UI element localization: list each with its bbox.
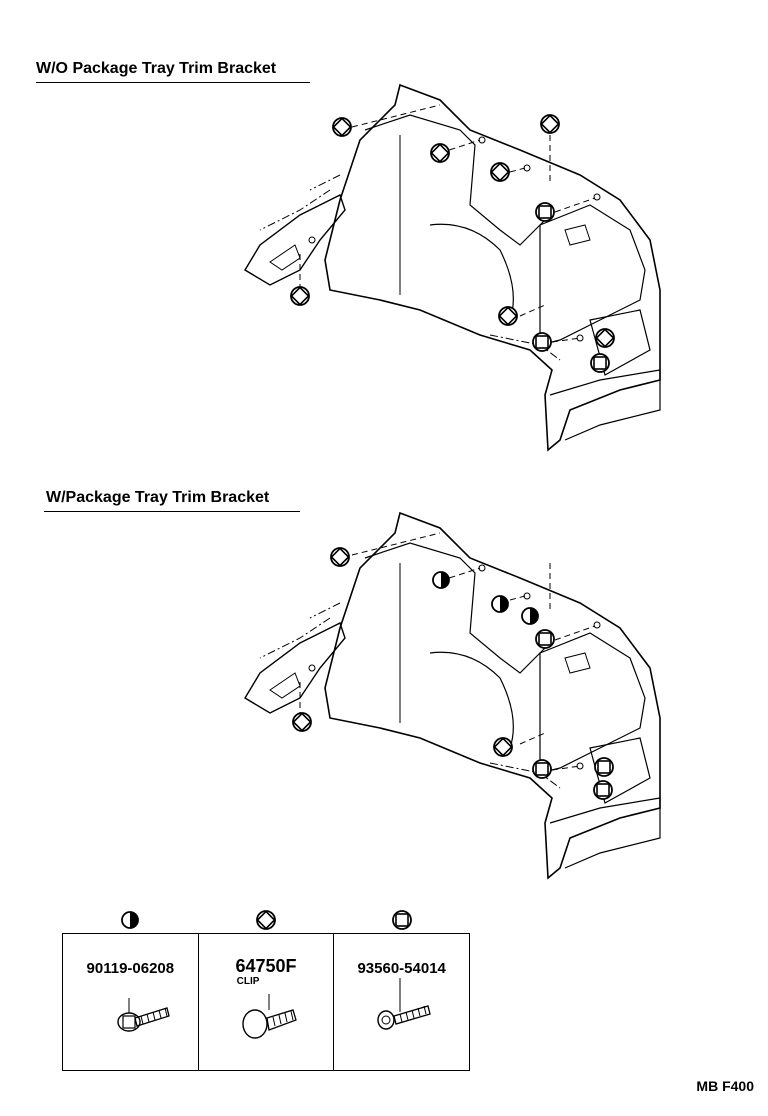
half-circle-bolt-icon [491,595,509,613]
legend-cell-clip: 64750F CLIP [199,934,335,1070]
legend-cell-bolt: 90119-06208 [63,934,199,1070]
screw-icon [377,978,432,1030]
square-screw-icon [590,353,610,373]
title-underline [44,511,300,512]
square-screw-icon [532,332,552,352]
diamond-clip-icon [540,114,560,134]
diamond-clip-icon [290,286,310,306]
square-screw-icon [532,759,552,779]
part-number: 93560-54014 [357,960,446,977]
half-circle-bolt-icon [432,571,450,589]
section-title-without-bracket: W/O Package Tray Trim Bracket [36,60,277,77]
half-circle-bolt-icon [521,607,539,625]
diamond-clip-icon [332,117,352,137]
part-number: 64750F [235,956,297,976]
diamond-clip-icon [498,306,518,326]
title-underline [36,82,310,83]
part-number: 90119-06208 [86,960,175,977]
diamond-clip-icon [493,737,513,757]
legend-cell-screw: 93560-54014 [334,934,469,1070]
clip-icon [241,994,297,1039]
diamond-clip-icon [292,712,312,732]
square-screw-icon [593,780,613,800]
trim-panel-upper [244,84,661,451]
square-screw-icon [392,910,412,930]
diamond-clip-icon [330,547,350,567]
page-code: MB F400 [696,1078,754,1094]
half-circle-bolt-icon [121,911,139,929]
parts-legend: 90119-06208 64750F CLIP 93560-54014 [62,933,470,1071]
part-note: CLIP [236,976,260,987]
section-title-with-bracket: W/Package Tray Trim Bracket [46,489,270,506]
trim-panel-lower [244,512,661,879]
diamond-clip-icon [595,328,615,348]
diamond-clip-icon [490,162,510,182]
square-screw-icon [535,629,555,649]
bolt-icon [117,998,170,1032]
square-screw-icon [535,202,555,222]
square-screw-icon [594,757,614,777]
diamond-clip-icon [256,910,276,930]
diamond-clip-icon [430,143,450,163]
